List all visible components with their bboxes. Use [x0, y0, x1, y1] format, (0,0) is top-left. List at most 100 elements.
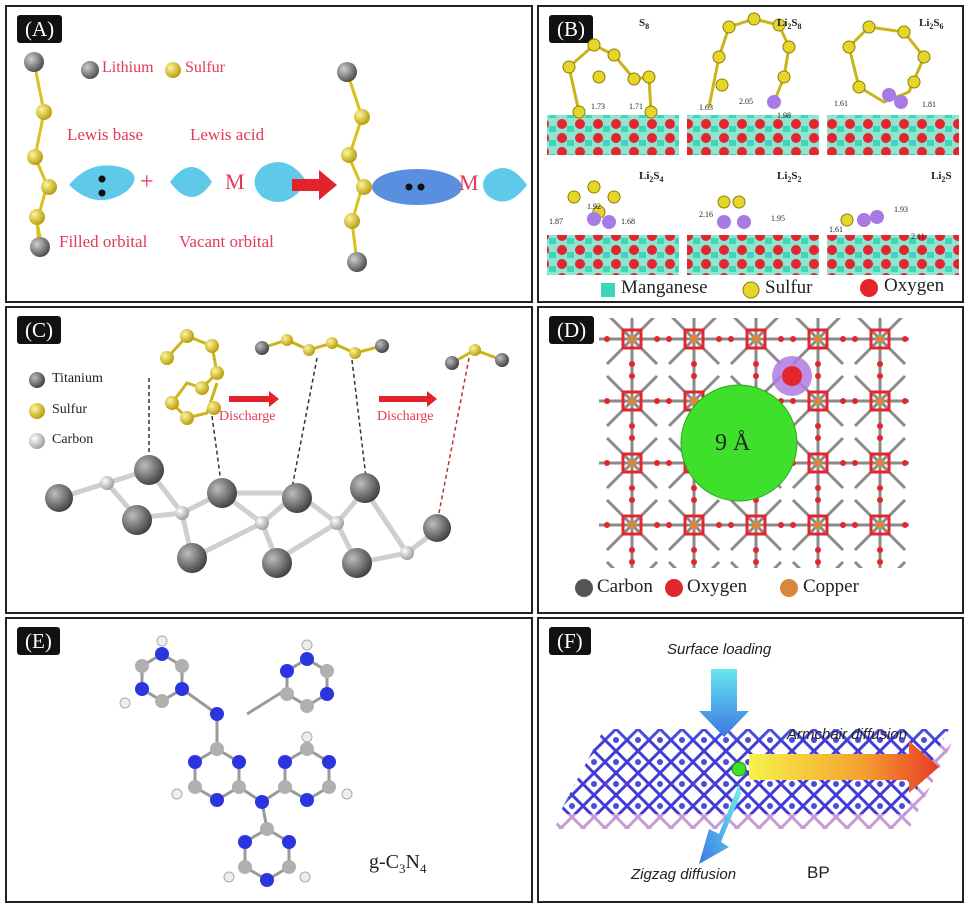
vacant-orbital-shape — [483, 167, 527, 202]
sulfur-atom — [36, 104, 52, 120]
filled-orbital-shape — [69, 165, 135, 201]
lithium-legend-icon — [81, 61, 99, 79]
surface-loading-label: Surface loading — [667, 641, 772, 658]
copper-legend-icon — [780, 579, 798, 597]
pore-sphere — [680, 384, 798, 502]
discharge-label-1: Discharge — [219, 409, 276, 424]
legend-sulfur-label: Sulfur — [52, 402, 87, 417]
legend-lithium-label: Lithium — [102, 59, 154, 76]
bond-length: 1.87 — [549, 217, 563, 226]
titanium-legend-icon — [29, 372, 45, 388]
panel-tag-f: (F) — [549, 627, 591, 655]
bond-length: 2.11 — [911, 232, 925, 241]
vacant-orbital-label: Vacant orbital — [179, 232, 274, 251]
panel-e: (E) g — [5, 617, 533, 903]
surface-loading-arrow-icon — [699, 669, 749, 737]
manganese-legend-icon — [601, 283, 615, 297]
zigzag-diffusion-label: Zigzag diffusion — [631, 866, 737, 883]
plus-sign: + — [140, 169, 154, 195]
discharge-label-2: Discharge — [377, 409, 434, 424]
sulfur-atom — [344, 213, 360, 229]
lithium-ion-icon — [731, 761, 747, 777]
bond-length: 1.63 — [699, 103, 713, 112]
legend-oxygen-label: Oxygen — [687, 576, 748, 597]
discharge-arrow-icon — [229, 391, 279, 407]
metal-label: M — [225, 169, 245, 194]
bond-length: 1.81 — [922, 100, 936, 109]
pore-size-label: 9 Å — [715, 430, 751, 456]
reaction-arrow-icon — [292, 170, 337, 200]
filled-orbital-label: Filled orbital — [59, 232, 148, 251]
bond-length: 1.92 — [587, 202, 601, 211]
vacant-orbital-shape — [170, 167, 212, 197]
panel-a-graphic — [24, 52, 527, 272]
vacant-orbital-shape — [254, 162, 307, 202]
sulfur-legend-icon — [165, 62, 181, 78]
bond-length: 1.61 — [829, 225, 843, 234]
bond-length: 2.05 — [739, 97, 753, 106]
bond-length: 1.68 — [621, 217, 635, 226]
sulfur-legend-icon — [742, 281, 760, 299]
legend-carbon-label: Carbon — [52, 432, 94, 447]
lewis-acid-label: Lewis acid — [190, 125, 265, 144]
legend-manganese-label: Manganese — [621, 277, 708, 298]
legend-titanium-label: Titanium — [52, 371, 103, 386]
formula-label: g-C3N4 — [369, 851, 427, 876]
legend-sulfur-label: Sulfur — [765, 277, 813, 298]
carbon-legend-icon — [575, 579, 593, 597]
species-li2s6: Li2S6 — [919, 17, 944, 32]
sulfur-atom — [29, 209, 45, 225]
bond-length: 1.98 — [777, 111, 791, 120]
bond-length: 1.61 — [834, 99, 848, 108]
lithium-atom — [347, 252, 367, 272]
sulfur-atom — [356, 179, 372, 195]
legend-sulfur-label: Sulfur — [185, 59, 225, 76]
panel-tag-c: (C) — [17, 316, 61, 344]
bond-length: 1.95 — [771, 214, 785, 223]
zigzag-arrow-icon — [699, 784, 741, 864]
sulfur-atom — [27, 149, 43, 165]
legend-oxygen-label: Oxygen — [884, 275, 945, 296]
sulfur-atom — [341, 147, 357, 163]
lithium-atom — [24, 52, 44, 72]
discharge-arrow-icon — [379, 391, 437, 407]
sulfur-legend-icon — [29, 403, 45, 419]
oxygen-legend-icon — [665, 579, 683, 597]
metal-product-label: M — [459, 170, 479, 195]
panel-e-graphic — [119, 635, 353, 887]
panel-c-graphic — [29, 329, 509, 578]
bond-length: 1.71 — [629, 102, 643, 111]
armchair-arrow-icon — [749, 741, 939, 793]
species-li2s8: Li2S8 — [777, 17, 802, 32]
species-s8: S8 — [639, 17, 650, 32]
species-li2s4: Li2S4 — [639, 170, 664, 185]
species-li2s: Li2S — [931, 170, 952, 185]
bond-length: 1.93 — [894, 205, 908, 214]
material-label: BP — [807, 863, 830, 882]
lewis-base-label: Lewis base — [67, 125, 144, 144]
panel-c: (C) — [5, 306, 533, 614]
carbon-legend-icon — [29, 433, 45, 449]
panel-d: (D) 9 Å Carbon Oxygen Copper — [537, 306, 964, 614]
species-li2s2: Li2S2 — [777, 170, 802, 185]
panel-f: (F) — [537, 617, 964, 903]
panel-tag-e: (E) — [17, 627, 60, 655]
sulfur-atom — [41, 179, 57, 195]
panel-tag-a: (A) — [17, 15, 63, 43]
legend-carbon-label: Carbon — [597, 576, 653, 597]
oxygen-legend-icon — [860, 279, 878, 297]
panel-tag-d: (D) — [549, 316, 595, 344]
panel-tag-b: (B) — [549, 15, 593, 43]
bond-length: 1.73 — [591, 102, 605, 111]
bonded-orbital-shape — [372, 169, 462, 205]
panel-a: (A) — [5, 5, 533, 303]
bond-length: 2.16 — [699, 210, 713, 219]
panel-b-graphic — [547, 12, 959, 299]
legend-copper-label: Copper — [803, 576, 859, 597]
sulfur-atom — [354, 109, 370, 125]
armchair-diffusion-label: Armchair diffusion — [787, 726, 908, 743]
lithium-atom — [30, 237, 50, 257]
panel-d-graphic — [575, 318, 909, 597]
panel-f-graphic — [554, 669, 954, 864]
lithium-atom — [337, 62, 357, 82]
